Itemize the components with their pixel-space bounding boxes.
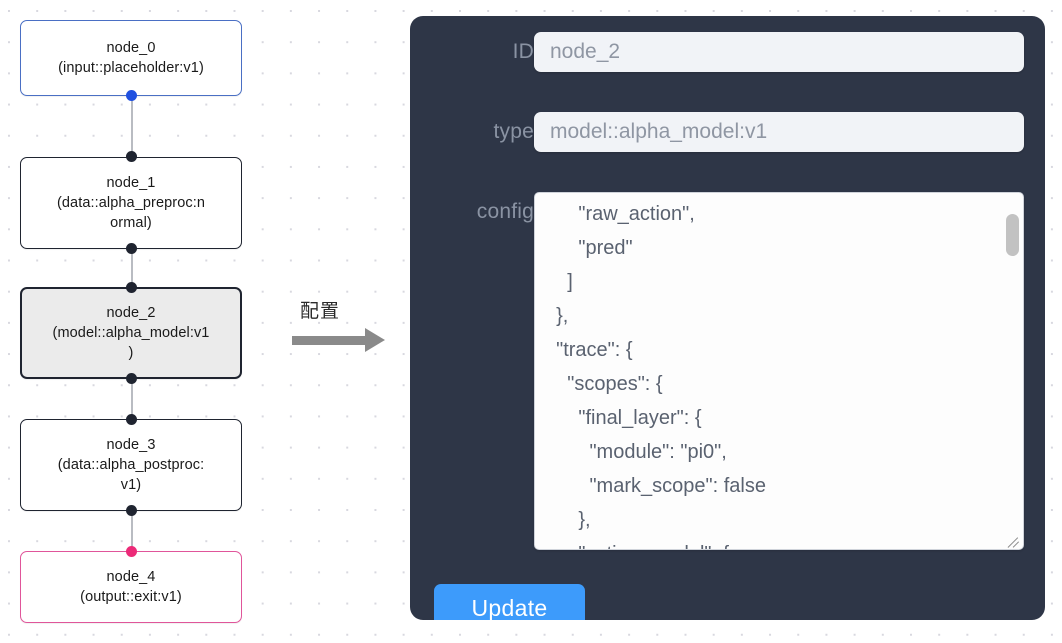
graph-node-node_1[interactable]: node_1 (data::alpha_preproc:n ormal) <box>20 157 242 249</box>
type-field-label: type <box>493 120 534 143</box>
type-input[interactable] <box>534 112 1024 152</box>
graph-node-node_4[interactable]: node_4 (output::exit:v1) <box>20 551 242 623</box>
node-label: node_3 (data::alpha_postproc: v1) <box>57 437 205 493</box>
config-scrollbar-thumb[interactable] <box>1006 214 1019 256</box>
config-field-label: config <box>476 200 534 223</box>
annotation-arrow-group: 配置 <box>292 296 402 360</box>
config-textarea[interactable]: "raw_action", "pred" ] }, "trace": { "sc… <box>534 192 1024 550</box>
node-handle-source-node_0[interactable] <box>126 90 137 101</box>
node-handle-target-node_1[interactable] <box>126 151 137 162</box>
field-row-type: type <box>424 112 1044 152</box>
update-button[interactable]: Update <box>434 584 585 620</box>
node-handle-target-node_2[interactable] <box>126 282 137 293</box>
node-label: node_2 (model::alpha_model:v1 ) <box>52 305 210 361</box>
edge-node2-node3 <box>131 378 133 421</box>
right-arrow-head-icon <box>365 328 385 352</box>
config-scrollbar-track[interactable] <box>1005 198 1020 544</box>
node-label: node_1 (data::alpha_preproc:n ormal) <box>56 175 206 231</box>
node-handle-target-node_3[interactable] <box>126 414 137 425</box>
node-handle-source-node_1[interactable] <box>126 243 137 254</box>
config-textarea-wrapper: "raw_action", "pred" ] }, "trace": { "sc… <box>534 192 1024 550</box>
resize-handle-icon[interactable] <box>1004 530 1022 549</box>
field-row-id: ID <box>424 32 1044 72</box>
node-label: node_4 (output::exit:v1) <box>80 569 182 605</box>
node-handle-source-node_3[interactable] <box>126 505 137 516</box>
graph-node-node_2[interactable]: node_2 (model::alpha_model:v1 ) <box>20 287 242 379</box>
right-arrow-icon <box>292 336 367 345</box>
edge-node0-node1 <box>131 95 133 157</box>
field-row-config: config "raw_action", "pred" ] }, "trace"… <box>424 192 1044 550</box>
node-label: node_0 (input::placeholder:v1) <box>58 40 204 76</box>
edge-node1-node2 <box>131 248 133 289</box>
node-handle-target-node_4[interactable] <box>126 546 137 557</box>
edge-node3-node4 <box>131 510 133 553</box>
graph-node-node_3[interactable]: node_3 (data::alpha_postproc: v1) <box>20 419 242 511</box>
graph-node-node_0[interactable]: node_0 (input::placeholder:v1) <box>20 20 242 96</box>
id-field-label: ID <box>512 40 534 63</box>
node-handle-source-node_2[interactable] <box>126 373 137 384</box>
annotation-label: 配置 <box>300 300 341 322</box>
node-inspector-panel: ID type config "raw_action", "pred" ] },… <box>410 16 1045 620</box>
id-input[interactable] <box>534 32 1024 72</box>
